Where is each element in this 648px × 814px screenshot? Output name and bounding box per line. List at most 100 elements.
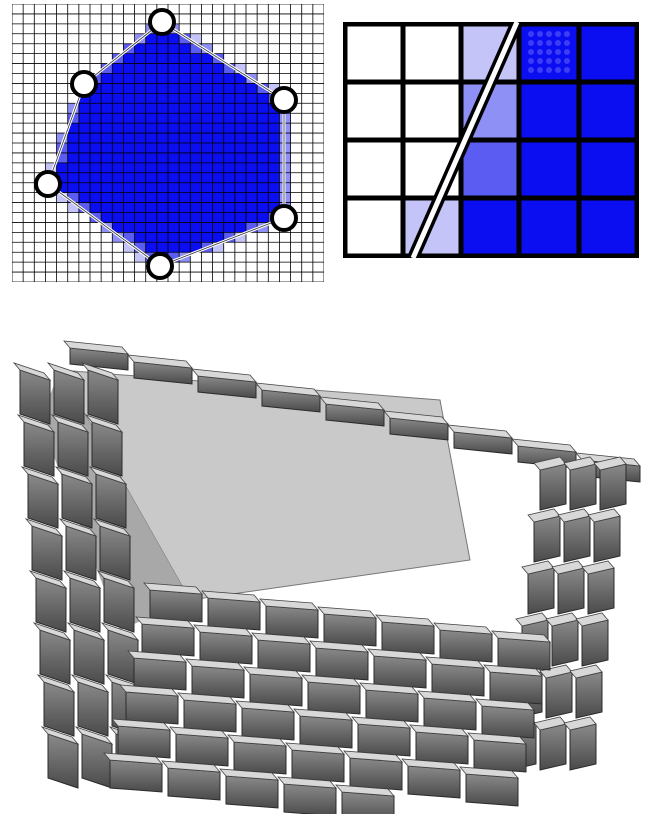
block-face	[134, 658, 186, 690]
covered-cell	[168, 173, 179, 183]
block-face	[366, 690, 418, 722]
zoom-cell	[403, 24, 461, 82]
covered-cell	[123, 54, 134, 64]
zoom-cell	[345, 82, 403, 140]
covered-cell	[168, 143, 179, 153]
voxel-block	[448, 425, 512, 454]
covered-cell	[235, 173, 246, 183]
covered-cell	[123, 163, 134, 173]
covered-cell	[224, 173, 235, 183]
covered-cell	[201, 183, 212, 193]
covered-cell	[190, 103, 201, 113]
covered-cell	[157, 173, 168, 183]
covered-cell	[123, 93, 134, 103]
zoom-cell	[519, 82, 579, 140]
covered-cell	[235, 93, 246, 103]
covered-cell	[146, 193, 157, 203]
block-face	[600, 464, 626, 510]
block-face	[528, 568, 554, 614]
covered-cell	[135, 232, 146, 242]
block-face	[150, 590, 202, 622]
covered-cell	[246, 153, 257, 163]
covered-cell	[112, 103, 123, 113]
block-face	[534, 516, 560, 562]
voxel-block	[236, 701, 294, 740]
vertex-marker	[272, 88, 296, 112]
covered-cell	[246, 83, 257, 93]
covered-cell	[123, 143, 134, 153]
covered-cell	[146, 232, 157, 242]
zoom-cell	[519, 140, 579, 198]
covered-cell	[146, 242, 157, 252]
voxel-block	[534, 717, 566, 770]
covered-cell	[168, 222, 179, 232]
covered-cell	[135, 93, 146, 103]
covered-cell	[135, 163, 146, 173]
block-face	[570, 464, 596, 510]
covered-cell	[179, 242, 190, 252]
covered-cell	[68, 173, 79, 183]
voxel-block	[344, 751, 402, 790]
covered-cell	[257, 213, 268, 223]
block-face	[424, 698, 476, 730]
covered-cell	[146, 64, 157, 74]
covered-cell	[190, 133, 201, 143]
voxel-block	[570, 665, 602, 718]
voxel-block	[286, 743, 344, 782]
voxel-block	[352, 717, 410, 756]
block-face	[594, 516, 620, 562]
covered-cell	[112, 143, 123, 153]
covered-cell	[201, 123, 212, 133]
covered-cell	[135, 183, 146, 193]
covered-cell	[224, 222, 235, 232]
covered-cell	[112, 163, 123, 173]
covered-cell	[213, 222, 224, 232]
covered-cell	[168, 183, 179, 193]
block-face	[588, 568, 614, 614]
subsample-dot	[537, 49, 543, 55]
voxel-block	[434, 623, 492, 662]
covered-cell	[257, 183, 268, 193]
covered-cell	[79, 153, 90, 163]
covered-cell	[257, 203, 268, 213]
covered-cell	[201, 153, 212, 163]
covered-cell	[146, 83, 157, 93]
covered-cell	[235, 183, 246, 193]
voxel-block	[186, 659, 244, 698]
covered-cell	[168, 242, 179, 252]
voxelized-3d-surface-panel	[0, 300, 648, 814]
covered-cell	[213, 64, 224, 74]
voxel-block	[582, 561, 614, 614]
subsample-dot	[546, 67, 552, 73]
voxel-block	[68, 623, 104, 684]
covered-cell	[168, 83, 179, 93]
covered-cell	[123, 153, 134, 163]
voxel-block	[30, 571, 66, 632]
block-face	[416, 732, 468, 764]
covered-cell	[168, 34, 179, 44]
covered-cell	[57, 163, 68, 173]
vertex-marker	[150, 10, 174, 34]
covered-cell	[101, 193, 112, 203]
covered-cell	[235, 213, 246, 223]
block-face	[558, 568, 584, 614]
voxel-block	[260, 599, 318, 638]
voxel-block	[460, 767, 518, 806]
zoomed-partial-coverage-panel	[343, 22, 639, 258]
covered-cell	[135, 54, 146, 64]
voxel-block	[178, 693, 236, 732]
block-face	[110, 760, 162, 792]
covered-cell	[257, 143, 268, 153]
covered-cell	[246, 93, 257, 103]
covered-cell	[101, 203, 112, 213]
zoom-cell	[461, 198, 519, 256]
covered-cell	[246, 103, 257, 113]
covered-cell	[157, 113, 168, 123]
covered-cell	[146, 173, 157, 183]
covered-cell	[179, 153, 190, 163]
covered-cell	[201, 64, 212, 74]
voxel-block	[228, 735, 286, 774]
covered-cell	[157, 103, 168, 113]
covered-cell	[201, 93, 212, 103]
